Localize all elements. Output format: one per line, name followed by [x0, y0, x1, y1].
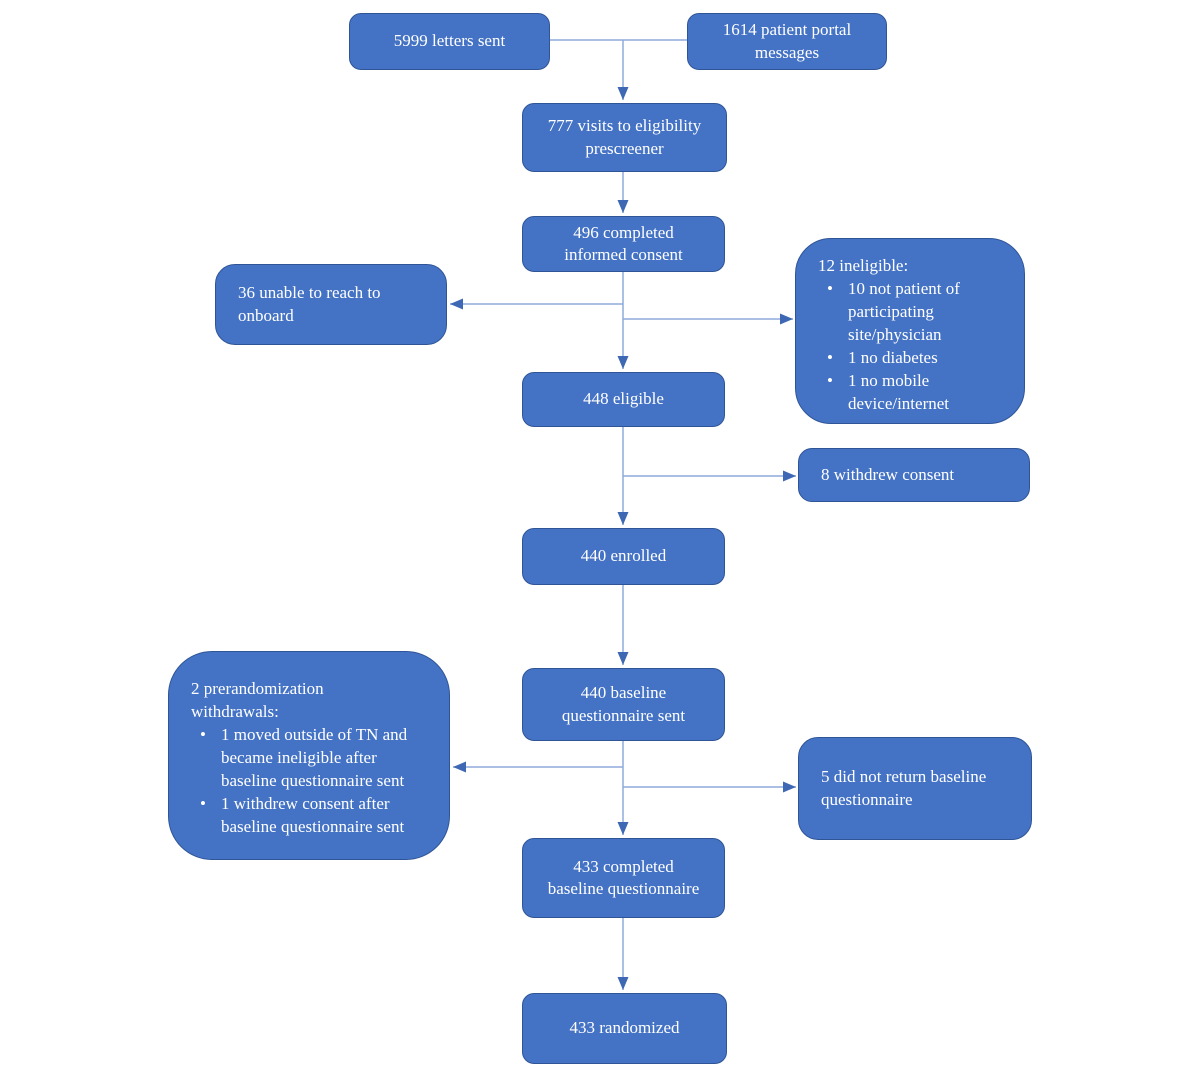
box-letters-sent-label: 5999 letters sent — [393, 31, 506, 51]
box-ineligible-bullet-3-text: 1 no mobile device/internet — [848, 370, 950, 413]
box-randomized-label: 433 randomized — [569, 1018, 680, 1038]
box-prerandomization-heading: 2 prerandomization withdrawals: — [191, 679, 324, 721]
box-ineligible: 12 ineligible: • 10 not patient of parti… — [795, 238, 1025, 424]
bullet-icon: • — [827, 370, 833, 390]
box-letters-sent: 5999 letters sent — [349, 13, 550, 70]
box-randomized: 433 randomized — [522, 993, 727, 1064]
box-baseline-sent: 440 baseline questionnaire sent — [522, 668, 725, 741]
box-enrolled-label: 440 enrolled — [580, 546, 667, 566]
box-baseline-sent-label: 440 baseline questionnaire sent — [561, 683, 686, 725]
bullet-icon: • — [827, 278, 833, 298]
box-ineligible-bullet-2-text: 1 no diabetes — [848, 347, 938, 367]
box-baseline-completed: 433 completed baseline questionnaire — [522, 838, 725, 918]
box-ineligible-heading: 12 ineligible: — [818, 256, 909, 275]
box-prerandomization-bullet-2-text: 1 withdrew consent after baseline questi… — [221, 793, 405, 836]
box-baseline-completed-label: 433 completed baseline questionnaire — [547, 856, 700, 898]
bullet-icon: • — [200, 724, 206, 744]
bullet-icon: • — [827, 347, 833, 367]
box-eligible: 448 eligible — [522, 372, 725, 427]
box-eligible-label: 448 eligible — [583, 389, 664, 409]
box-informed-consent: 496 completed informed consent — [522, 216, 725, 272]
box-portal-messages-label: 1614 patient portal messages — [722, 20, 852, 62]
box-unable-to-reach: 36 unable to reach to onboard — [215, 264, 447, 345]
box-ineligible-bullet-2: • 1 no diabetes — [818, 347, 1016, 370]
box-prerandomization-bullet-1-text: 1 moved outside of TN and became ineligi… — [221, 724, 408, 790]
box-ineligible-bullet-1: • 10 not patient of participating site/p… — [818, 278, 1016, 347]
box-ineligible-bullet-3: • 1 no mobile device/internet — [818, 370, 1016, 416]
box-enrolled: 440 enrolled — [522, 528, 725, 585]
box-prerandomization-bullet-1: • 1 moved outside of TN and became ineli… — [191, 724, 441, 793]
box-prerandomization-bullet-2: • 1 withdrew consent after baseline ques… — [191, 793, 441, 839]
box-prescreener-visits: 777 visits to eligibility prescreener — [522, 103, 727, 172]
box-portal-messages: 1614 patient portal messages — [687, 13, 887, 70]
box-withdrew-consent: 8 withdrew consent — [798, 448, 1030, 502]
box-no-return-baseline-label: 5 did not return baseline questionnaire — [821, 767, 987, 809]
bullet-icon: • — [200, 793, 206, 813]
box-unable-to-reach-label: 36 unable to reach to onboard — [238, 283, 381, 325]
box-withdrew-consent-label: 8 withdrew consent — [821, 464, 955, 484]
box-no-return-baseline: 5 did not return baseline questionnaire — [798, 737, 1032, 840]
box-ineligible-bullet-1-text: 10 not patient of participating site/phy… — [848, 278, 960, 344]
box-prerandomization-withdrawals: 2 prerandomization withdrawals: • 1 move… — [168, 651, 450, 860]
box-informed-consent-label: 496 completed informed consent — [564, 222, 683, 264]
box-prescreener-visits-label: 777 visits to eligibility prescreener — [547, 116, 702, 158]
